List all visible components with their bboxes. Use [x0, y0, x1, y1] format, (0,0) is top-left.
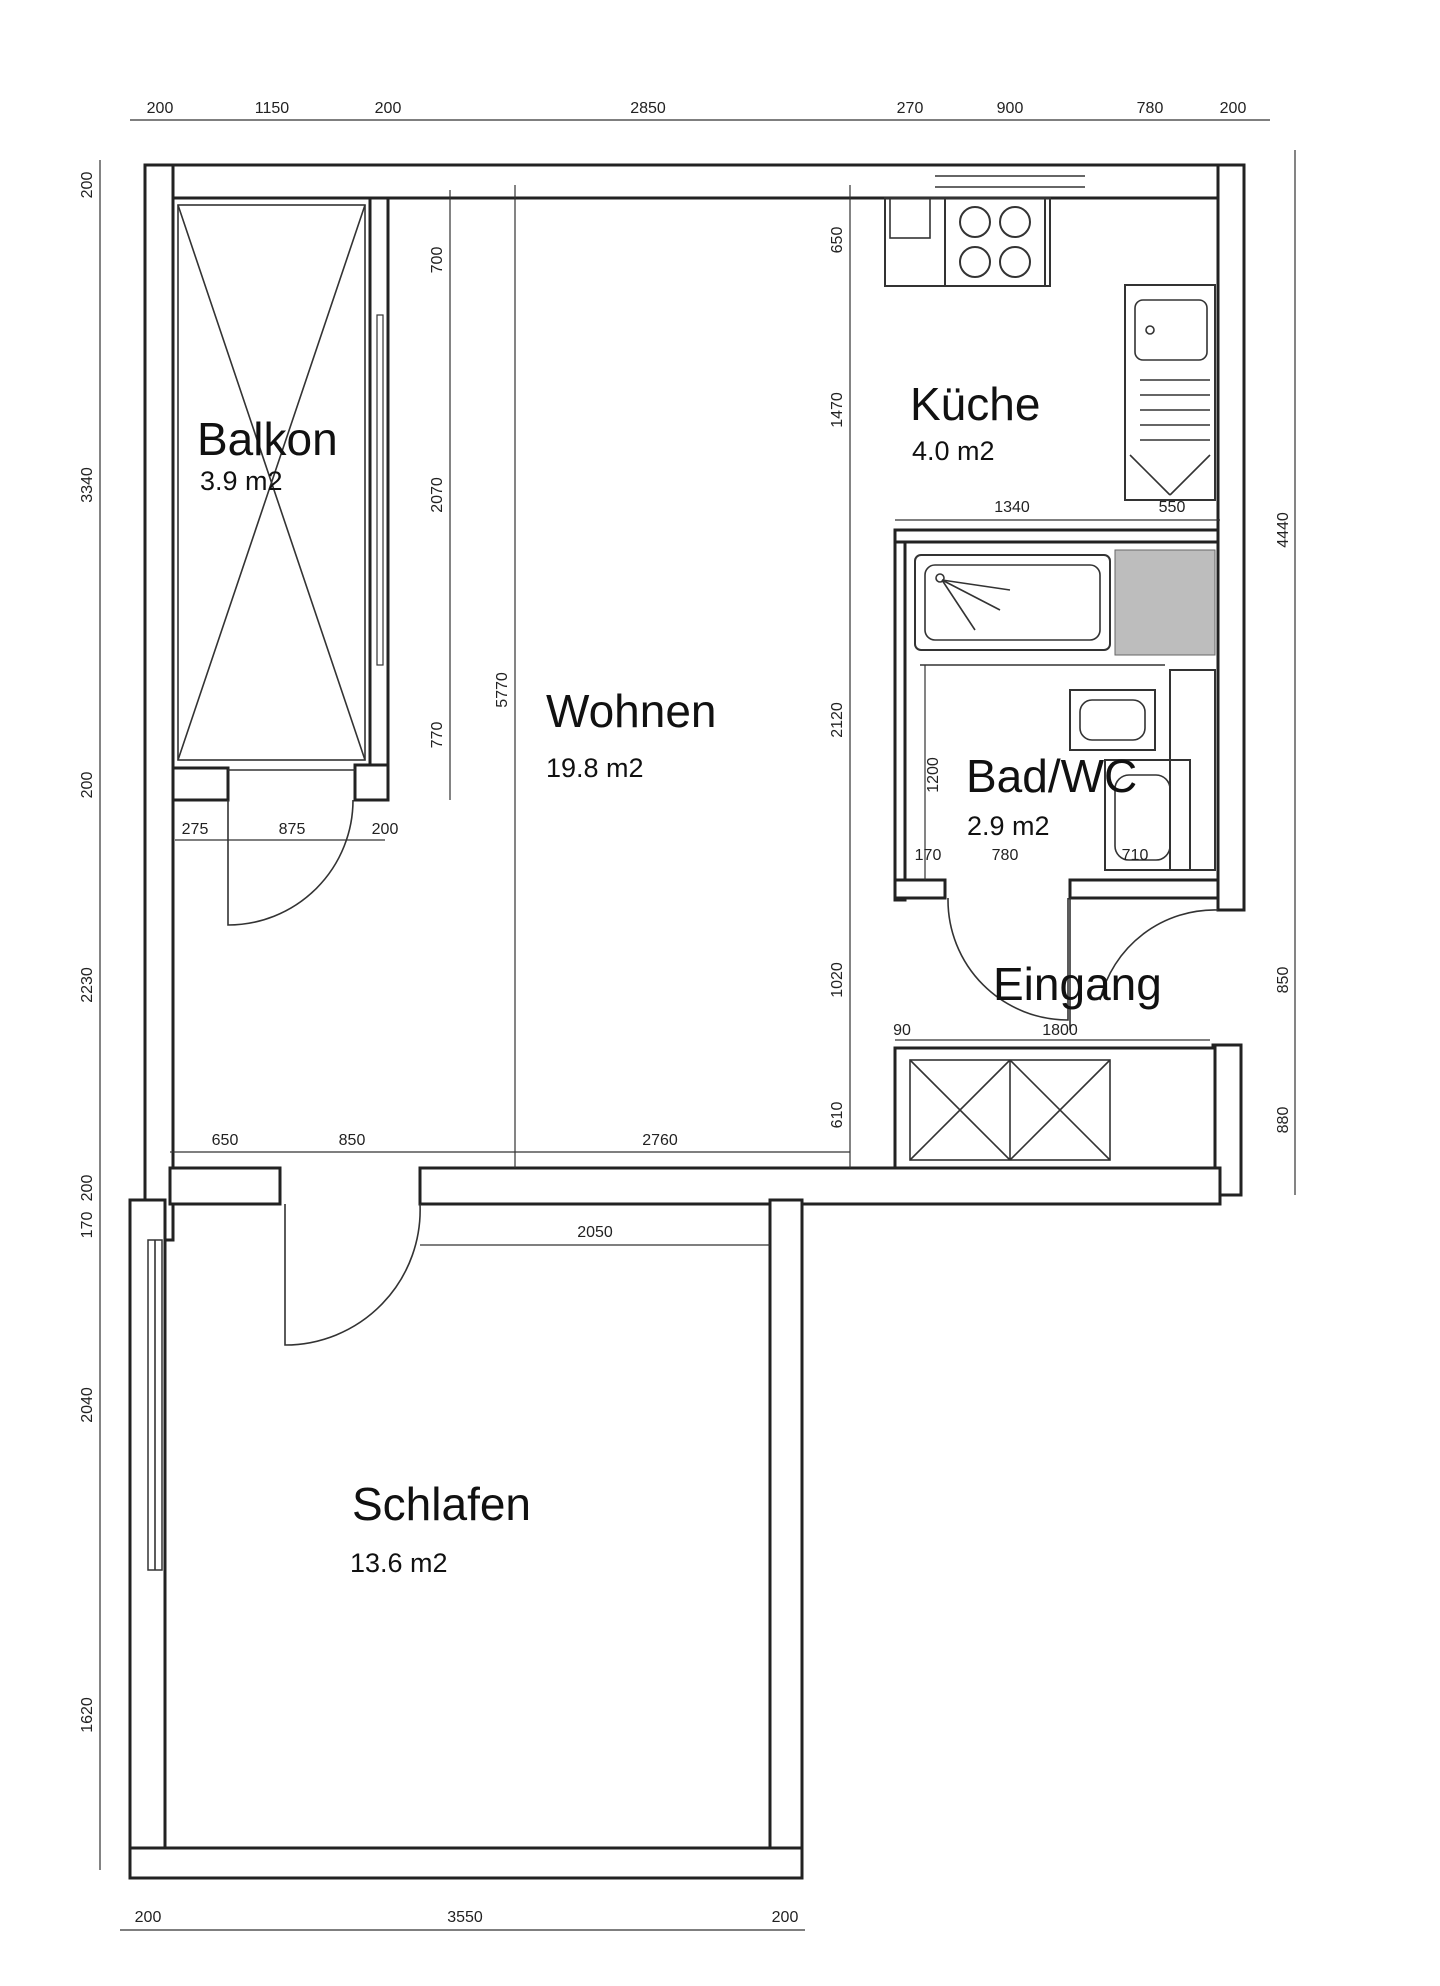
dim-eingang-bottom-0: 90	[893, 1022, 911, 1039]
bathtub-icon	[914, 554, 1111, 651]
wall-schlafen-right	[768, 1198, 804, 1852]
door-bad	[947, 898, 1069, 1021]
room-kueche-name: Küche	[910, 378, 1040, 430]
room-balkon-name: Balkon	[197, 413, 338, 465]
dim-eingang-bottom-1: 1800	[1042, 1022, 1078, 1039]
room-wohnen-name: Wohnen	[546, 685, 717, 737]
dim-top-7: 200	[1220, 100, 1247, 117]
dim-right-0: 4440	[1275, 512, 1292, 548]
dim-left-3: 2230	[79, 967, 96, 1003]
dim-left-7: 1620	[79, 1697, 96, 1733]
dim-right-2: 880	[1275, 1107, 1292, 1134]
wall-cabinet	[893, 1046, 1217, 1170]
dim-bad-bottom-2: 710	[1122, 847, 1149, 864]
dim-kueche-bottom-0: 1340	[994, 499, 1030, 516]
room-wohnen-area: 19.8 m2	[546, 753, 644, 783]
dim-balkon-door-2: 200	[372, 821, 399, 838]
dim-wohnen-bottom-1: 850	[339, 1132, 366, 1149]
dim-kueche-bottom-1: 550	[1159, 499, 1186, 516]
dim-left-5: 200	[79, 1175, 96, 1202]
dim-kueche-side-0: 650	[829, 227, 846, 254]
shower-tile-area	[1114, 549, 1216, 656]
dim-bad-side-0: 2120	[829, 702, 846, 738]
dim-top-6: 780	[1137, 100, 1164, 117]
dim-right-1: 850	[1275, 967, 1292, 994]
entrance-cabinet	[909, 1059, 1111, 1161]
room-eingang-name: Eingang	[993, 958, 1162, 1010]
walls	[128, 163, 1246, 1880]
dim-balkon-side-0: 700	[429, 247, 446, 274]
dim-eingang-side-0: 1020	[829, 962, 846, 998]
dim-left-6: 2040	[79, 1387, 96, 1423]
wall-bad-top	[893, 528, 1220, 544]
kitchen-fixtures	[884, 197, 1216, 501]
balkon-cross	[177, 204, 366, 761]
wall-left-upper	[143, 163, 175, 1242]
dim-top-2: 200	[375, 100, 402, 117]
room-bad-area: 2.9 m2	[967, 811, 1050, 841]
doors	[227, 799, 1219, 1346]
wall-mid-right	[418, 1166, 1222, 1206]
dim-bad-bottom-1: 780	[992, 847, 1019, 864]
dim-top-5: 900	[997, 100, 1024, 117]
door-balkon	[227, 799, 354, 926]
room-bad-name: Bad/WC	[966, 750, 1137, 802]
dim-balkon-door-0: 275	[182, 821, 209, 838]
stove-icon	[944, 197, 1046, 287]
dim-left-2: 200	[79, 772, 96, 799]
dim-bad-side-1: 1200	[925, 757, 942, 793]
dim-top-0: 200	[147, 100, 174, 117]
door-eingang	[1099, 909, 1219, 1001]
dim-schlafen-top: 2050	[577, 1224, 613, 1241]
dim-top-4: 270	[897, 100, 924, 117]
room-kueche-area: 4.0 m2	[912, 436, 995, 466]
wall-right	[1216, 163, 1246, 912]
door-schlafen	[284, 1203, 421, 1346]
dimension-labels: 200 1150 200 2850 270 900 780 200 200 33…	[79, 100, 1292, 1926]
room-schlafen-name: Schlafen	[352, 1478, 531, 1530]
wall-bottom	[128, 1846, 804, 1880]
dim-balkon-door-1: 875	[279, 821, 306, 838]
bath-fixtures	[914, 549, 1216, 871]
wall-balkon-bottom-a	[171, 766, 230, 802]
room-balkon-area: 3.9 m2	[200, 466, 283, 496]
dim-bad-bottom-0: 170	[915, 847, 942, 864]
wall-bad-bottom-a	[893, 878, 947, 900]
washbasin-icon	[1069, 689, 1156, 751]
dim-wohnen-bottom-2: 2760	[642, 1132, 678, 1149]
dim-top-1: 1150	[255, 100, 290, 117]
dim-wohnen-height: 5770	[494, 672, 511, 708]
room-labels: Balkon 3.9 m2 Küche 4.0 m2 Wohnen 19.8 m…	[197, 378, 1162, 1578]
dim-left-0: 200	[79, 172, 96, 199]
dim-balkon-side-2: 770	[429, 722, 446, 749]
dim-top-3: 2850	[630, 100, 666, 117]
wall-mid-left	[168, 1166, 282, 1206]
dim-eingang-side-1: 610	[829, 1102, 846, 1129]
dimension-lines	[99, 119, 1296, 1931]
wall-balkon-bottom-b	[353, 763, 390, 802]
dim-bottom-0: 200	[135, 1909, 162, 1926]
toilet-icon	[1104, 759, 1191, 871]
dim-wohnen-bottom-0: 650	[212, 1132, 239, 1149]
dim-kueche-side-1: 1470	[829, 392, 846, 428]
dim-left-4: 170	[79, 1212, 96, 1239]
dim-left-1: 3340	[79, 467, 96, 503]
dim-balkon-side-1: 2070	[429, 477, 446, 513]
room-schlafen-area: 13.6 m2	[350, 1548, 448, 1578]
wall-bad-left	[893, 528, 907, 902]
sink-icon	[1124, 284, 1216, 501]
wall-bad-bottom-b	[1068, 878, 1220, 900]
dim-bottom-2: 200	[772, 1909, 799, 1926]
dim-bottom-1: 3550	[447, 1909, 483, 1926]
